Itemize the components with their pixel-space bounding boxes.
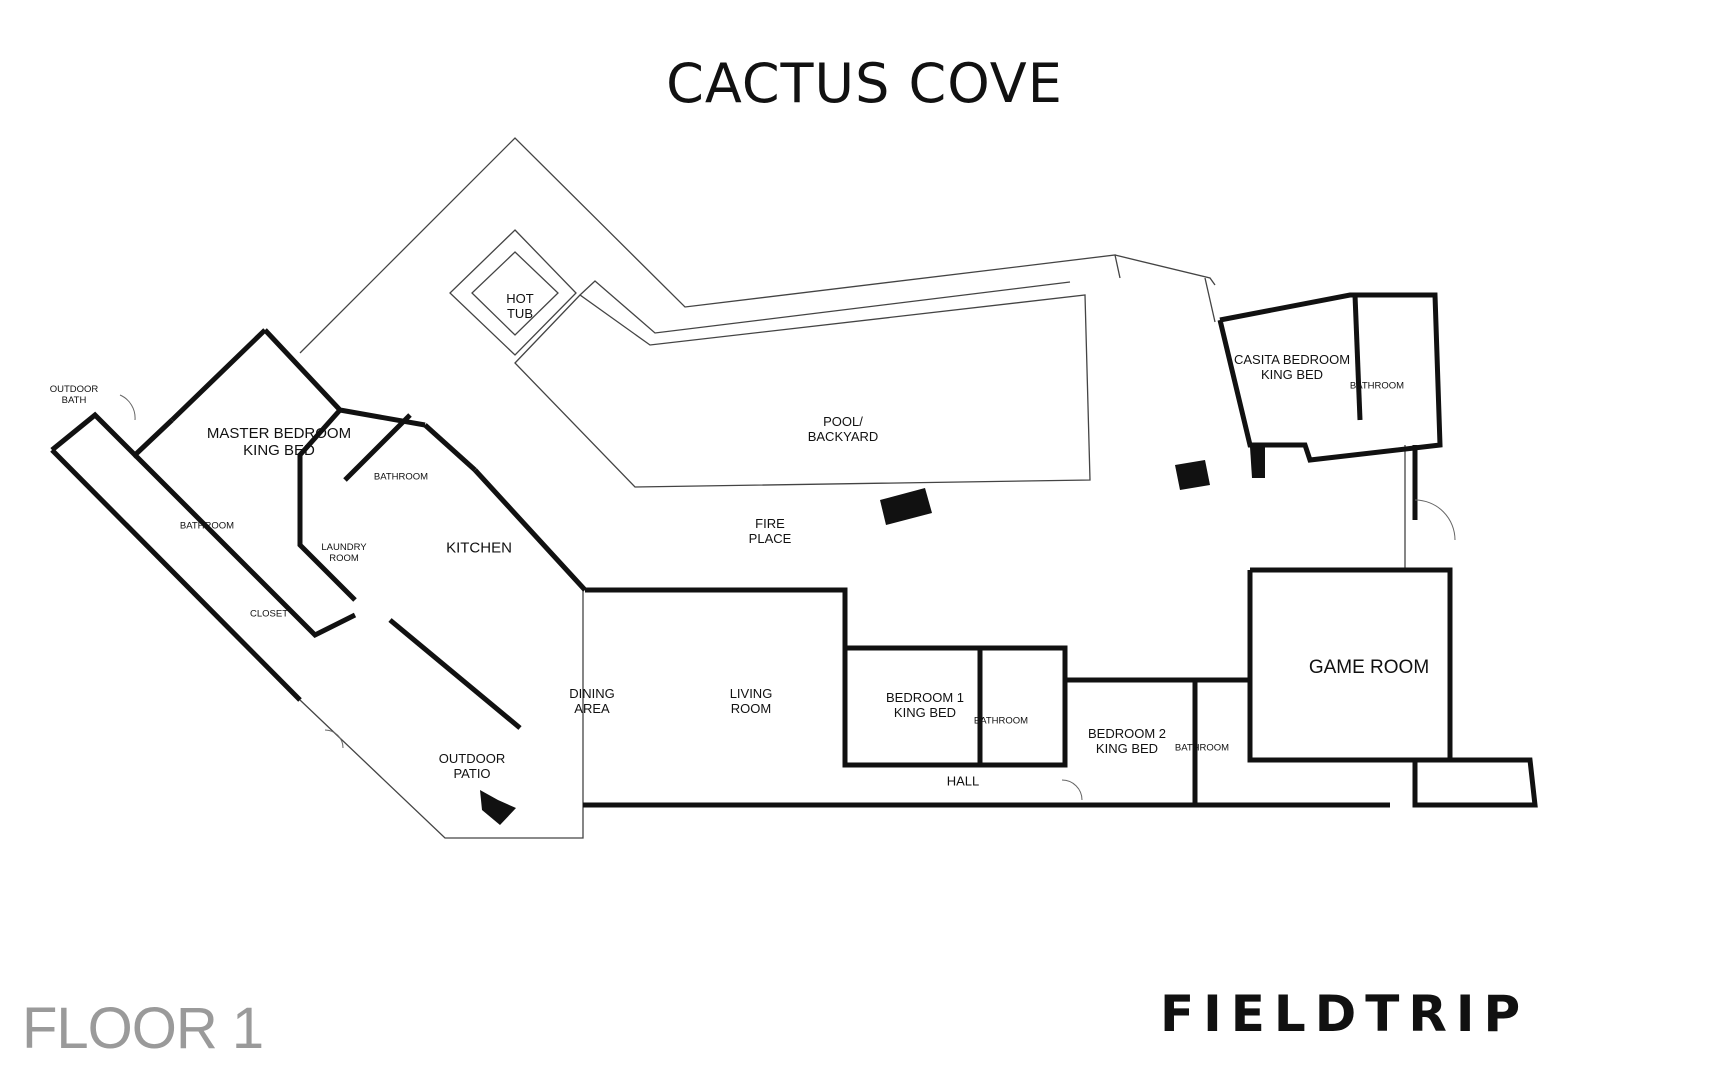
fireplace-main <box>880 488 932 525</box>
pool-label-line2: BACKYARD <box>807 429 879 444</box>
room-label-master-bathroom: BATHROOM <box>179 520 235 532</box>
hot-tub-label-line1: HOT <box>506 291 534 307</box>
room-label-outdoor-patio: OUTDOOR PATIO <box>438 751 506 782</box>
room-label-bedroom-1: BEDROOM 1 KING BED <box>885 690 965 721</box>
outdoor-patio-label-line1: OUTDOOR <box>438 751 506 767</box>
casita-bedroom-label-line2: KING BED <box>1260 367 1324 382</box>
room-label-casita-bathroom: BATHROOM <box>1349 380 1405 392</box>
hot-tub-inner <box>471 251 559 336</box>
room-label-kitchen-bathroom: BATHROOM <box>373 471 429 483</box>
brand-logo: FIELDTRIP <box>1160 985 1530 1043</box>
fire-place-label-line1: FIRE <box>755 516 785 532</box>
master-bedroom-label-line1: MASTER BEDROOM <box>206 424 352 442</box>
outdoor-bath-label-line2: BATH <box>61 395 87 406</box>
dining-area-label-line1: DINING <box>569 686 615 702</box>
pool-deck-outline <box>299 137 1406 839</box>
master-bedroom-label-line2: KING BED <box>243 442 315 459</box>
room-label-fire-place: FIRE PLACE <box>748 516 792 547</box>
floor-label: FLOOR 1 <box>22 996 264 1061</box>
room-label-hot-tub: HOT TUB <box>506 291 534 322</box>
pool-label-line1: POOL/ <box>823 414 863 430</box>
room-label-bedroom-1-bathroom: BATHROOM <box>973 715 1029 727</box>
casita-bedroom-label-line1: CASITA BEDROOM <box>1233 352 1351 368</box>
living-room-label-line1: LIVING <box>729 686 773 702</box>
laundry-room-label-line1: LAUNDRY <box>321 542 367 554</box>
fireplace-patio <box>480 790 516 825</box>
fireplace-casita-2 <box>1250 447 1265 478</box>
fire-place-label-line2: PLACE <box>748 531 792 546</box>
bedroom-1-label-line1: BEDROOM 1 <box>885 690 965 706</box>
bedroom-2-label-line1: BEDROOM 2 <box>1087 726 1167 742</box>
room-label-game-room: GAME ROOM <box>1308 657 1430 679</box>
fireplace-casita <box>1175 460 1210 490</box>
living-room-label-line2: ROOM <box>730 701 772 716</box>
room-label-outdoor-bath: OUTDOOR BATH <box>49 384 99 407</box>
room-label-master-bedroom: MASTER BEDROOM KING BED <box>207 425 351 460</box>
door-swings <box>119 394 1456 801</box>
hot-tub-label-line2: TUB <box>506 306 533 321</box>
bedroom-1-label-line2: KING BED <box>893 705 957 720</box>
plan-title: CACTUS COVE <box>666 52 1063 115</box>
walls <box>50 292 1538 808</box>
room-label-bedroom-2: BEDROOM 2 KING BED <box>1087 726 1167 757</box>
room-label-dining-area: DINING AREA <box>569 686 615 717</box>
room-label-pool: POOL/ BACKYARD <box>807 414 879 445</box>
room-label-laundry-room: LAUNDRY ROOM <box>321 542 367 565</box>
room-label-casita-bedroom: CASITA BEDROOM KING BED <box>1233 352 1351 383</box>
room-label-hall: HALL <box>946 773 980 789</box>
room-label-closet: CLOSET <box>249 608 289 620</box>
dining-area-label-line2: AREA <box>574 701 610 716</box>
fireplaces <box>480 447 1265 825</box>
pool-outline <box>514 294 1091 488</box>
room-label-living-room: LIVING ROOM <box>729 686 773 717</box>
bedroom-2-label-line2: KING BED <box>1095 741 1159 756</box>
hot-tub-outer <box>449 229 577 356</box>
room-label-bedroom-2-bathroom: BATHROOM <box>1174 742 1230 754</box>
outdoor-patio-label-line2: PATIO <box>453 766 491 781</box>
laundry-room-label-line2: ROOM <box>329 553 359 564</box>
outdoor-bath-label-line1: OUTDOOR <box>49 384 99 396</box>
room-label-kitchen: KITCHEN <box>446 539 512 557</box>
